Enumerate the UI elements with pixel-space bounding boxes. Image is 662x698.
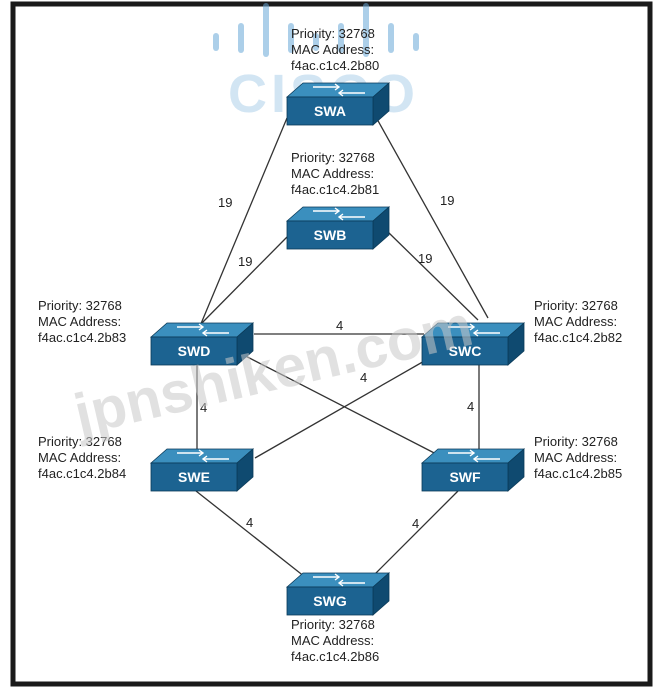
switch-front-face — [150, 336, 238, 366]
switch-top-face — [285, 82, 391, 98]
mac-address-label: MAC Address: — [38, 450, 121, 465]
link-swa-swd — [194, 117, 288, 339]
switch-arrows-icon — [448, 449, 500, 463]
switch-swd: SWD — [149, 322, 255, 366]
priority-text: Priority: 32768 — [534, 298, 618, 313]
priority-text: Priority: 32768 — [38, 434, 122, 449]
switch-swa: SWA — [285, 82, 391, 126]
switch-arrows-icon — [313, 207, 365, 221]
switch-top-face — [149, 448, 255, 464]
switch-front-face — [286, 220, 374, 250]
link-cost-swa-swc: 19 — [440, 193, 454, 208]
link-cost-swd-swe: 4 — [200, 400, 207, 415]
link-cost-swa-swd: 19 — [218, 195, 232, 210]
mac-address-value: f4ac.c1c4.2b81 — [291, 182, 379, 197]
mac-address-label: MAC Address: — [291, 633, 374, 648]
link-cost-swc-swe: 4 — [360, 370, 367, 385]
switch-arrows-icon — [177, 323, 229, 337]
priority-text: Priority: 32768 — [291, 617, 375, 632]
switch-top-face — [149, 322, 255, 338]
switch-swc: SWC — [420, 322, 526, 366]
switch-top-face — [285, 206, 391, 222]
link-swd-swf — [229, 347, 445, 459]
switch-front-face — [286, 586, 374, 616]
link-swc-swe — [254, 351, 441, 459]
switch-front-face — [150, 462, 238, 492]
mac-address-value: f4ac.c1c4.2b80 — [291, 58, 379, 73]
link-cost-swf-swg: 4 — [412, 516, 419, 531]
mac-address-label: MAC Address: — [534, 314, 617, 329]
mac-address-value: f4ac.c1c4.2b82 — [534, 330, 622, 345]
mac-address-label: MAC Address: — [534, 450, 617, 465]
switch-label-swf: SWF — [449, 469, 481, 485]
priority-text: Priority: 32768 — [291, 26, 375, 41]
switch-label-swb: SWB — [314, 227, 347, 243]
switch-top-face — [285, 572, 391, 588]
link-cost-swe-swg: 4 — [246, 515, 253, 530]
switch-swf: SWF — [420, 448, 526, 492]
switch-swg: SWG — [285, 572, 391, 616]
mac-address-label: MAC Address: — [291, 166, 374, 181]
priority-text: Priority: 32768 — [291, 150, 375, 165]
link-cost-swc-swf: 4 — [467, 399, 474, 414]
link-swe-swg — [195, 490, 306, 578]
link-swb-swd — [194, 236, 288, 331]
switch-arrows-icon — [448, 323, 500, 337]
switch-arrows-icon — [313, 573, 365, 587]
link-swf-swg — [371, 490, 459, 578]
links-layer — [194, 109, 489, 578]
switch-front-face — [286, 96, 374, 126]
switch-top-face — [420, 448, 526, 464]
mac-address-value: f4ac.c1c4.2b84 — [38, 466, 126, 481]
link-swb-swc — [387, 231, 479, 321]
switches-layer: SWA SWB SWC SWD SWE SWF SWG — [149, 82, 526, 616]
switch-front-face — [421, 336, 509, 366]
priority-text: Priority: 32768 — [534, 434, 618, 449]
priority-text: Priority: 32768 — [38, 298, 122, 313]
switch-swe: SWE — [149, 448, 255, 492]
link-cost-swb-swc: 19 — [418, 251, 432, 266]
switch-label-swd: SWD — [178, 343, 211, 359]
mac-address-value: f4ac.c1c4.2b85 — [534, 466, 622, 481]
switch-swb: SWB — [285, 206, 391, 250]
mac-address-value: f4ac.c1c4.2b86 — [291, 649, 379, 664]
mac-address-label: MAC Address: — [291, 42, 374, 57]
switch-label-swa: SWA — [314, 103, 346, 119]
link-costs-layer: 19 19 19 19 4 4 4 4 4 4 — [200, 193, 474, 531]
switch-label-swg: SWG — [313, 593, 347, 609]
switch-label-swc: SWC — [449, 343, 482, 359]
mac-address-value: f4ac.c1c4.2b83 — [38, 330, 126, 345]
mac-address-label: MAC Address: — [38, 314, 121, 329]
cisco-logo-bars — [213, 3, 419, 57]
switch-arrows-icon — [177, 449, 229, 463]
link-swa-swc — [371, 109, 489, 319]
switch-arrows-icon — [313, 83, 365, 97]
switch-label-swe: SWE — [178, 469, 210, 485]
link-cost-swb-swd: 19 — [238, 254, 252, 269]
link-cost-swd-swc: 4 — [336, 318, 343, 333]
switch-front-face — [421, 462, 509, 492]
